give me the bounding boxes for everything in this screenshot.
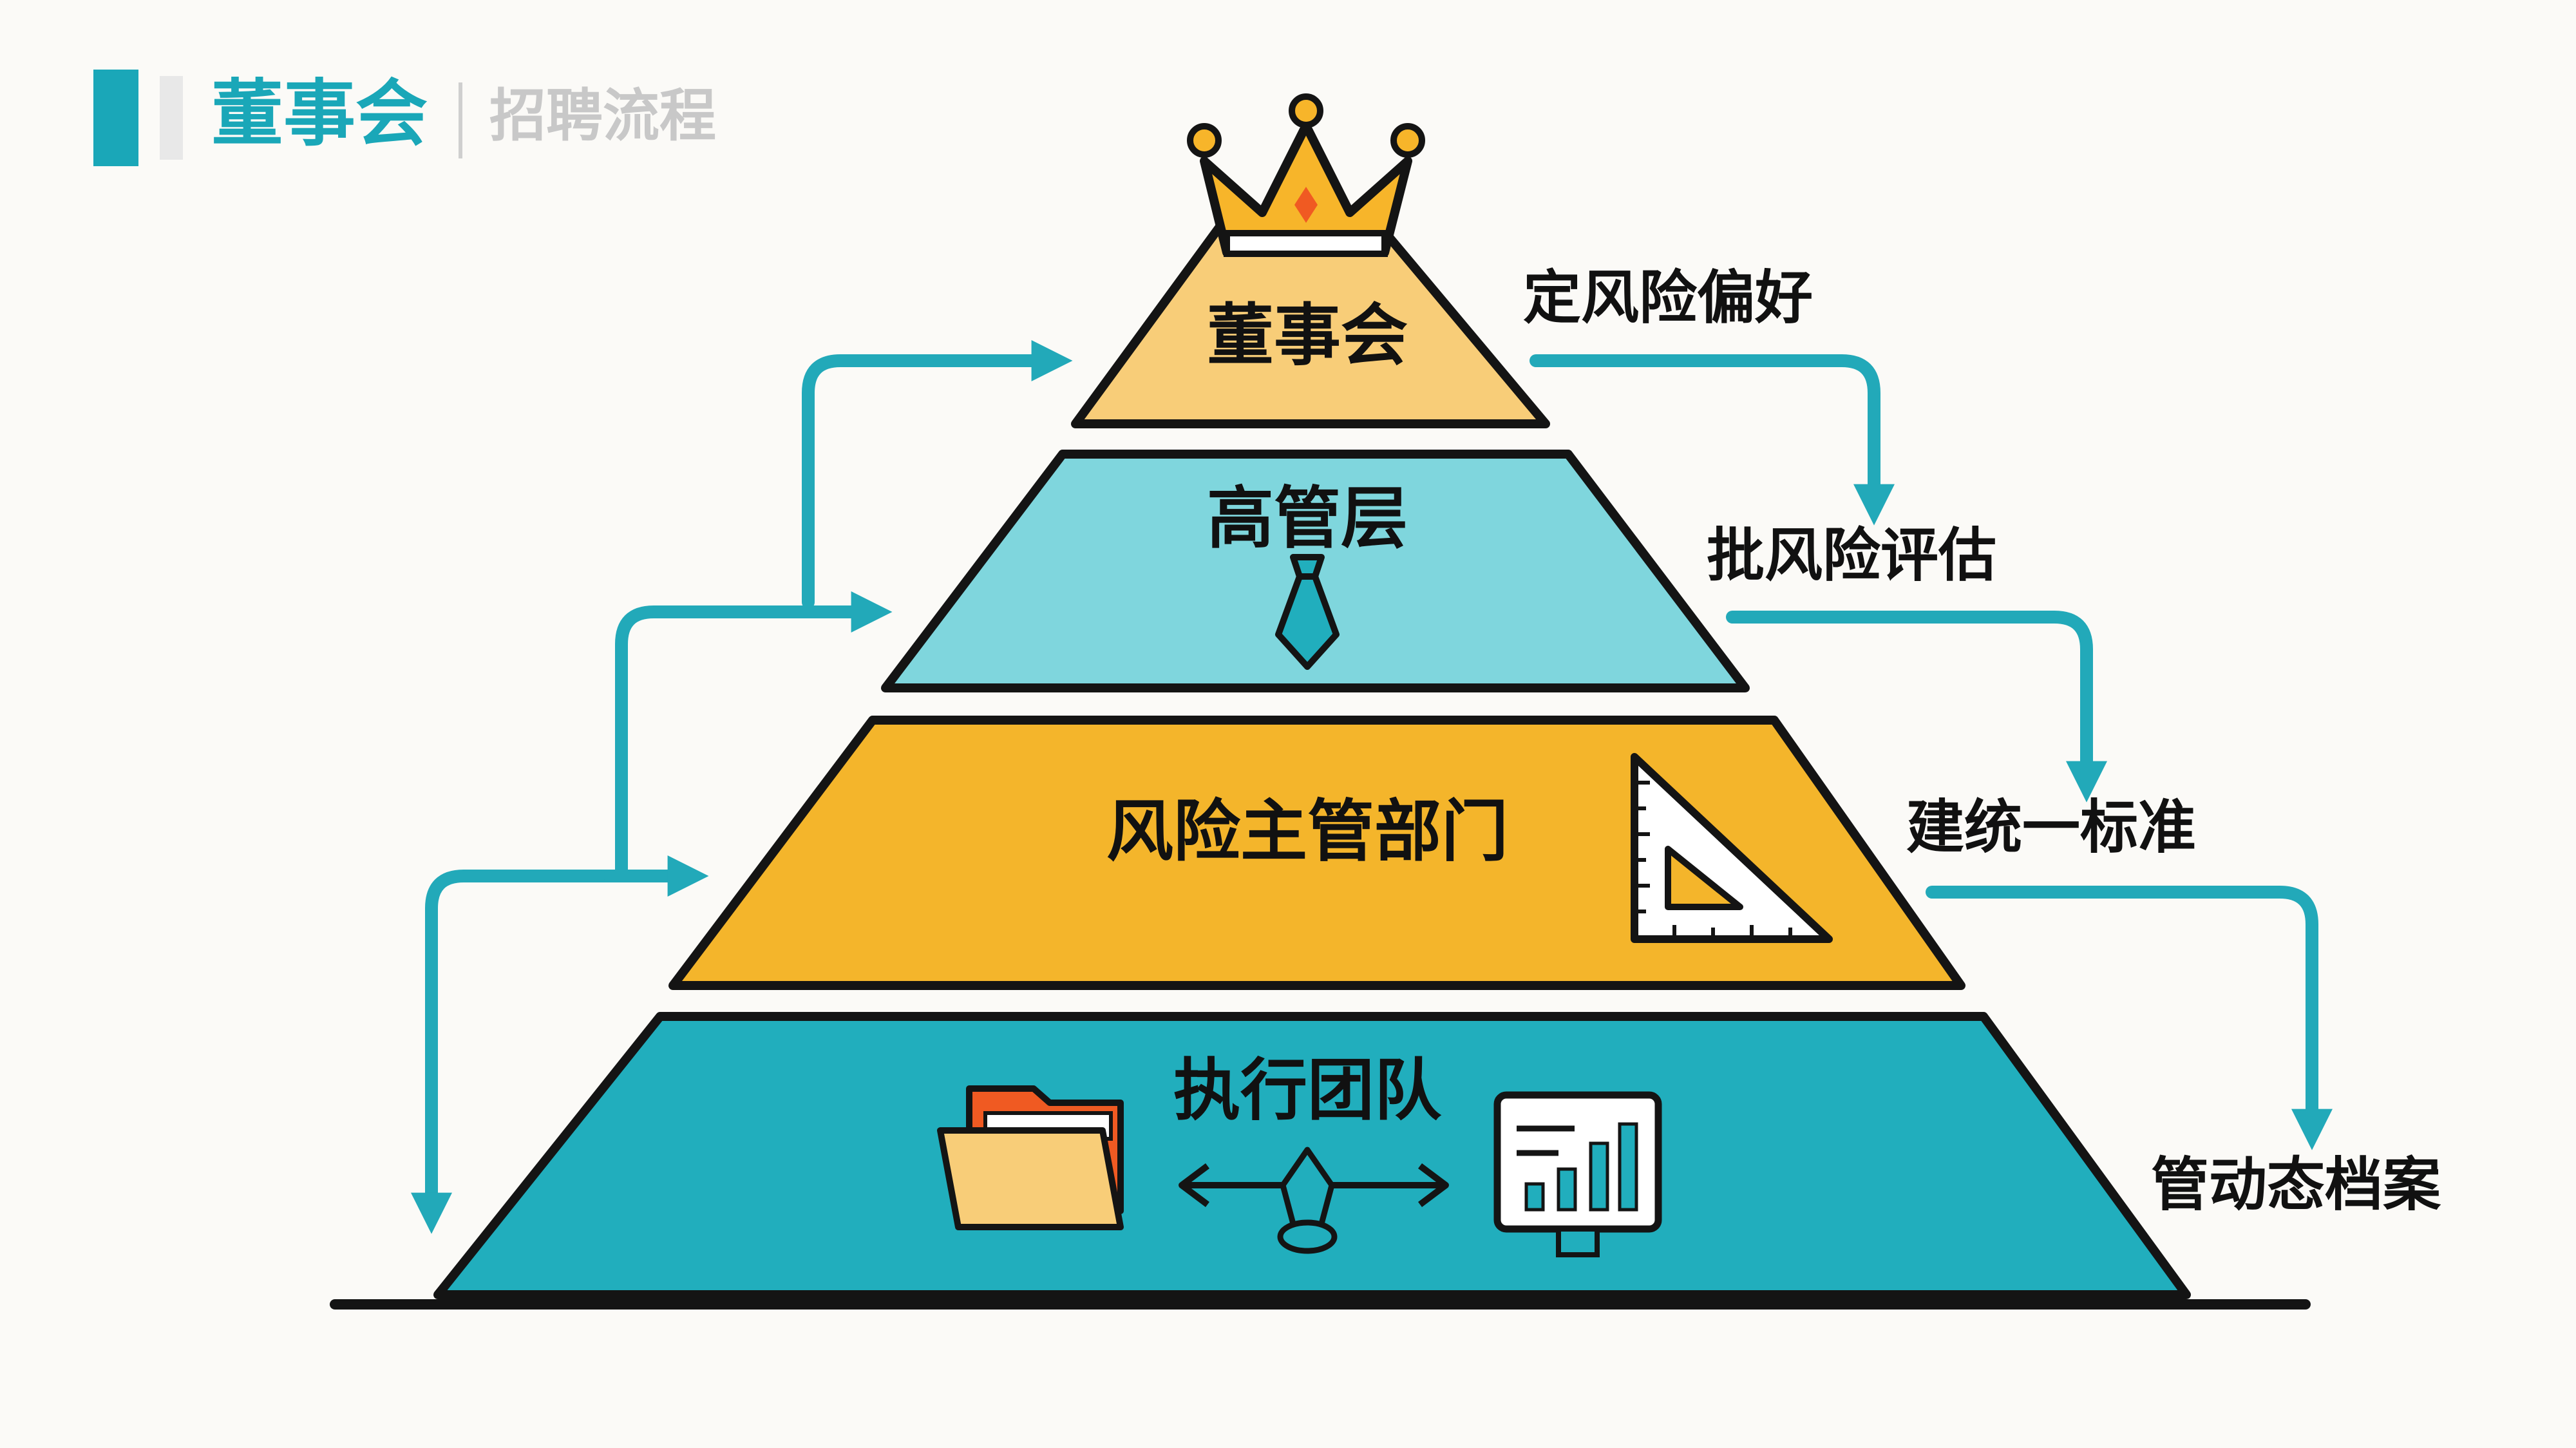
header-divider: [459, 82, 462, 158]
dashboard-icon: [1493, 1091, 1662, 1257]
action-label-4: 管动态档案: [2151, 1151, 2441, 1219]
header-title: 董事会: [211, 72, 428, 156]
cascade-arrows: [1530, 354, 2333, 1150]
tier-label-senior-management: 高管层: [1207, 479, 1408, 557]
tie-icon: [1275, 554, 1340, 670]
tier-label-execution-team: 执行团队: [1173, 1051, 1442, 1129]
set-square-icon: [1631, 753, 1833, 943]
arrow-right-1: [1530, 354, 1895, 526]
header-accent-bar-light: [160, 76, 183, 160]
feedback-arrows: [410, 339, 1073, 1234]
pyramid: [330, 208, 2311, 1310]
action-label-1: 定风险偏好: [1523, 264, 1813, 332]
exchange-icon: [1179, 1147, 1449, 1254]
header-subtitle: 招聘流程: [489, 82, 716, 149]
action-label-2: 批风险评估: [1707, 522, 1996, 589]
tier-label-board: 董事会: [1207, 296, 1408, 374]
header: 董事会 招聘流程: [93, 70, 716, 166]
arrow-right-3: [1926, 886, 2333, 1150]
arrow-left-to-tier-1: [802, 339, 1073, 609]
crown-icon: [1187, 93, 1425, 257]
arrow-left-to-tier-2: [615, 591, 893, 882]
folder-icon: [937, 1085, 1124, 1230]
action-label-3: 建统一标准: [1906, 794, 2196, 861]
header-accent-bar: [93, 70, 138, 166]
tier-label-risk-department: 风险主管部门: [1106, 792, 1508, 870]
arrow-right-2: [1726, 611, 2108, 803]
arrow-left-down-to-base: [410, 870, 605, 1234]
